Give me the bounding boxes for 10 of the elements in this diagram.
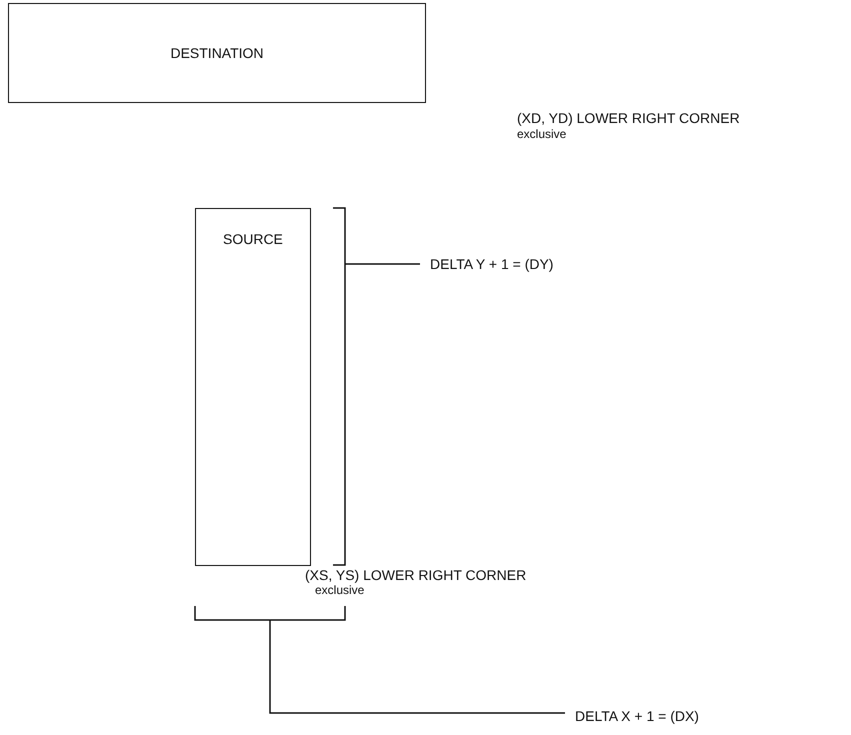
rectangle-box (8, 3, 426, 103)
dimension-label: DELTA Y + 1 = (DY) (430, 256, 554, 272)
box-label: SOURCE (223, 231, 283, 247)
dimension-label: DELTA X + 1 = (DX) (575, 708, 699, 724)
note-text: exclusive (315, 583, 364, 597)
rectangle-box (195, 208, 311, 566)
corner-coordinate-label: (XS, YS) LOWER RIGHT CORNER (305, 567, 526, 583)
box-label: DESTINATION (170, 45, 264, 61)
note-text: exclusive (517, 127, 566, 141)
corner-coordinate-label: (XD, YD) LOWER RIGHT CORNER (517, 110, 740, 126)
